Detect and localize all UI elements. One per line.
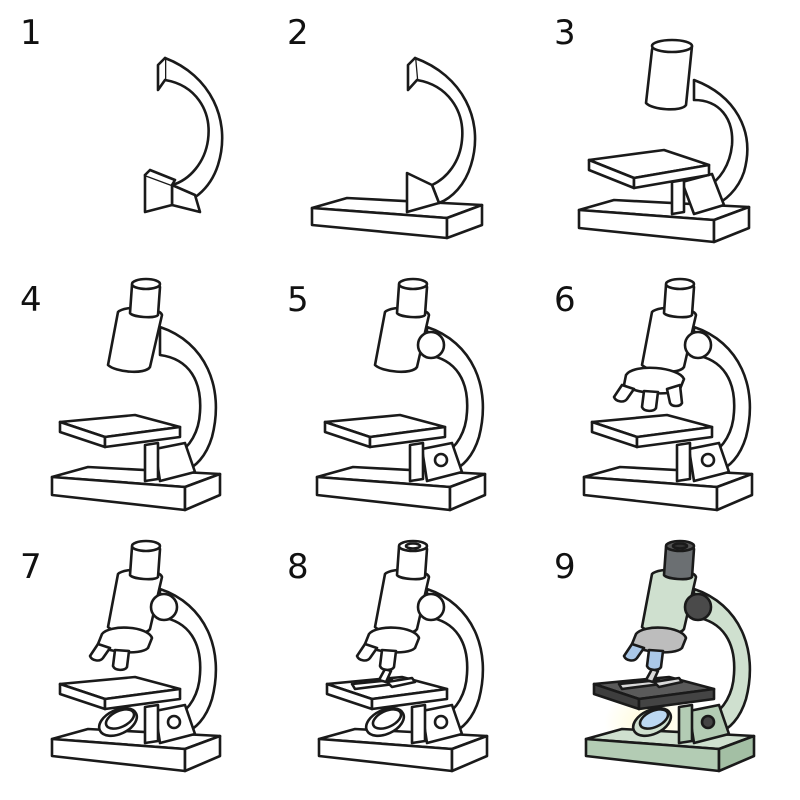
step-7-drawing <box>50 539 222 773</box>
stage-shape <box>587 148 711 216</box>
step-5-drawing <box>315 277 487 512</box>
step-9-drawing <box>584 539 756 773</box>
tube-shape <box>106 539 164 636</box>
step-7-number: 7 <box>20 547 42 587</box>
step-8-number: 8 <box>287 547 309 587</box>
mirror-shape <box>97 706 139 738</box>
tube-shape <box>640 539 698 636</box>
step-4-drawing <box>50 277 222 512</box>
stage-shape <box>58 675 182 745</box>
step-5-number: 5 <box>287 280 309 320</box>
arm-shape <box>405 56 477 214</box>
step-6-panel: 6 <box>534 267 800 533</box>
step-8-panel: 8 <box>267 534 533 800</box>
focus-knob <box>416 330 446 360</box>
step-8-drawing <box>317 539 489 773</box>
tube-shape <box>644 38 694 111</box>
stage-shape <box>323 413 447 483</box>
arm-shape <box>680 78 749 216</box>
step-3-drawing <box>577 38 751 244</box>
stage-shape <box>58 413 182 483</box>
tube-shape <box>373 539 431 636</box>
nosepiece-shape <box>88 626 154 672</box>
stage-clips <box>617 667 684 691</box>
arm-shape <box>687 587 752 745</box>
step-1-number: 1 <box>20 13 42 53</box>
focus-knob <box>683 592 713 622</box>
nosepiece-shape <box>622 626 688 672</box>
step-9-number: 9 <box>554 547 576 587</box>
mirror-shape <box>364 706 406 738</box>
tube-shape <box>373 277 431 374</box>
step-2-number: 2 <box>287 13 309 53</box>
mirror-shape <box>631 706 673 738</box>
arm-shape <box>420 325 485 483</box>
step-4-number: 4 <box>20 280 42 320</box>
step-2-drawing <box>310 56 484 240</box>
step-3-number: 3 <box>554 13 576 53</box>
step-9-panel: 9 <box>534 534 800 800</box>
stage-shape <box>590 413 714 483</box>
step-6-drawing <box>582 277 754 512</box>
arm-shape <box>420 587 485 745</box>
stage-clips <box>350 667 417 691</box>
focus-knob <box>683 330 713 360</box>
step-6-number: 6 <box>554 280 576 320</box>
step-5-panel: 5 <box>267 267 533 533</box>
step-3-panel: 3 <box>534 0 800 266</box>
step-7-panel: 7 <box>0 534 266 800</box>
nosepiece-shape <box>612 366 686 413</box>
nosepiece-shape <box>355 626 421 672</box>
step-1-panel: 1 <box>0 0 266 266</box>
step-1-drawing <box>143 56 224 214</box>
focus-knob <box>416 592 446 622</box>
base-shape <box>50 465 222 512</box>
arm-shape <box>143 56 224 214</box>
arm-shape <box>153 587 218 745</box>
step-4-panel: 4 <box>0 267 266 533</box>
arm-shape <box>687 325 752 483</box>
tube-shape <box>640 277 698 374</box>
tube-shape <box>106 277 164 374</box>
arm-shape <box>153 325 218 483</box>
focus-knob <box>149 592 179 622</box>
base-shape <box>310 196 484 240</box>
step-2-panel: 2 <box>267 0 533 266</box>
